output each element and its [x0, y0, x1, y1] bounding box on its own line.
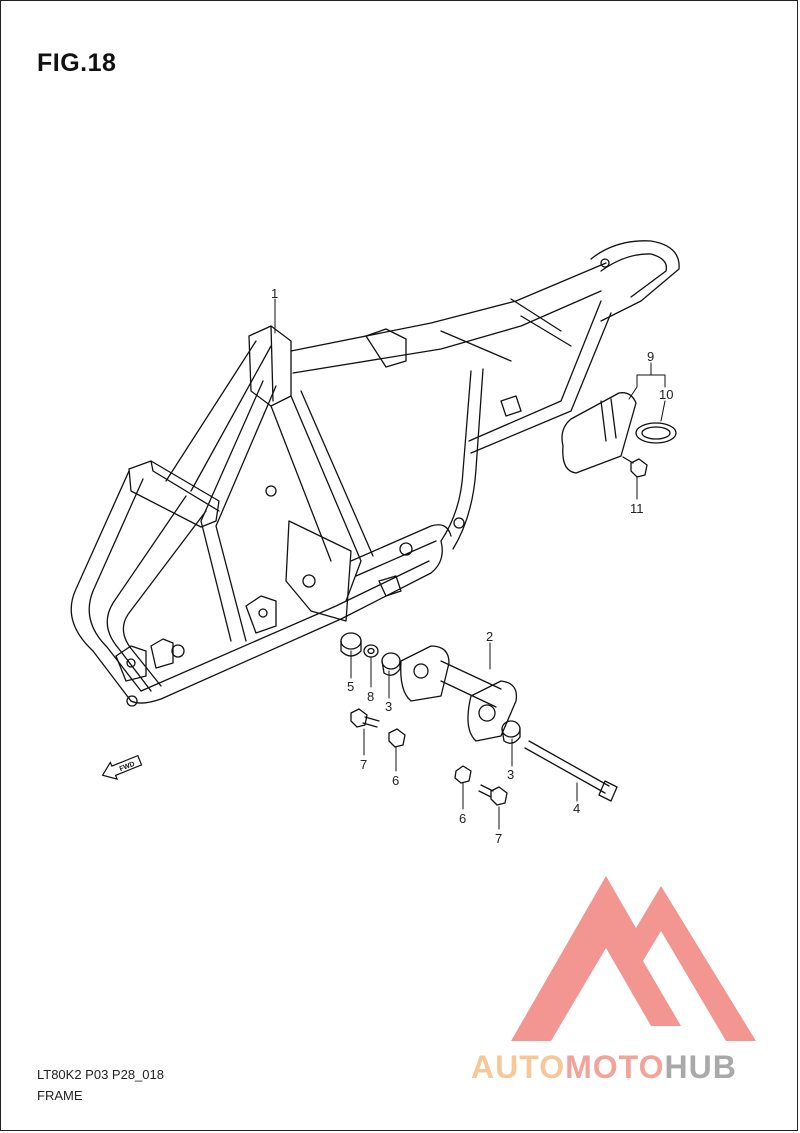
callout-6-left: 6	[392, 773, 399, 788]
callout-1: 1	[271, 286, 278, 301]
watermark-moto: MOTO	[565, 1049, 665, 1085]
pivot-bolt-part-4	[524, 740, 618, 802]
callout-8: 8	[367, 689, 374, 704]
callout-4: 4	[573, 801, 580, 816]
callout-7-right: 7	[495, 831, 502, 846]
band-part-10	[635, 422, 677, 444]
bolt-part-7-left	[350, 708, 380, 728]
callout-5: 5	[347, 679, 354, 694]
watermark-auto: AUTO	[471, 1049, 566, 1085]
callout-11: 11	[630, 501, 644, 516]
screw-part-11	[622, 456, 648, 478]
watermark-logo-icon	[511, 876, 756, 1041]
fwd-arrow-icon: FWD	[101, 754, 143, 780]
nut-part-6-right	[454, 765, 472, 784]
watermark-text: AUTOMOTOHUB	[471, 1048, 737, 1086]
frame-part-1	[70, 240, 680, 707]
bushing-part-3-left	[381, 652, 401, 676]
callout-7-left: 7	[360, 757, 367, 772]
watermark-hub: HUB	[664, 1049, 737, 1085]
figure-code: LT80K2 P03 P28_018	[37, 1067, 164, 1082]
callout-10: 10	[659, 387, 673, 402]
callout-numbers: 1 2 3 3 4 5 6 6 7 7 8 9 10 11	[271, 286, 673, 846]
figure-title: FIG.18	[37, 49, 117, 77]
bushing-part-3-right	[501, 720, 521, 744]
figure-name: FRAME	[37, 1088, 83, 1103]
cover-part-9	[561, 392, 637, 474]
watermark: AUTOMOTOHUB	[471, 876, 793, 1088]
callout-2: 2	[486, 629, 493, 644]
callout-9: 9	[647, 349, 654, 364]
pivot-bracket-part-2	[400, 645, 518, 742]
callout-6-right: 6	[459, 811, 466, 826]
nut-part-6-left	[388, 728, 406, 748]
callout-3-left: 3	[385, 699, 392, 714]
callout-3-right: 3	[507, 767, 514, 782]
bolt-part-7-right	[478, 784, 508, 806]
leader-lines	[274, 298, 666, 830]
washer-part-8	[363, 644, 379, 658]
